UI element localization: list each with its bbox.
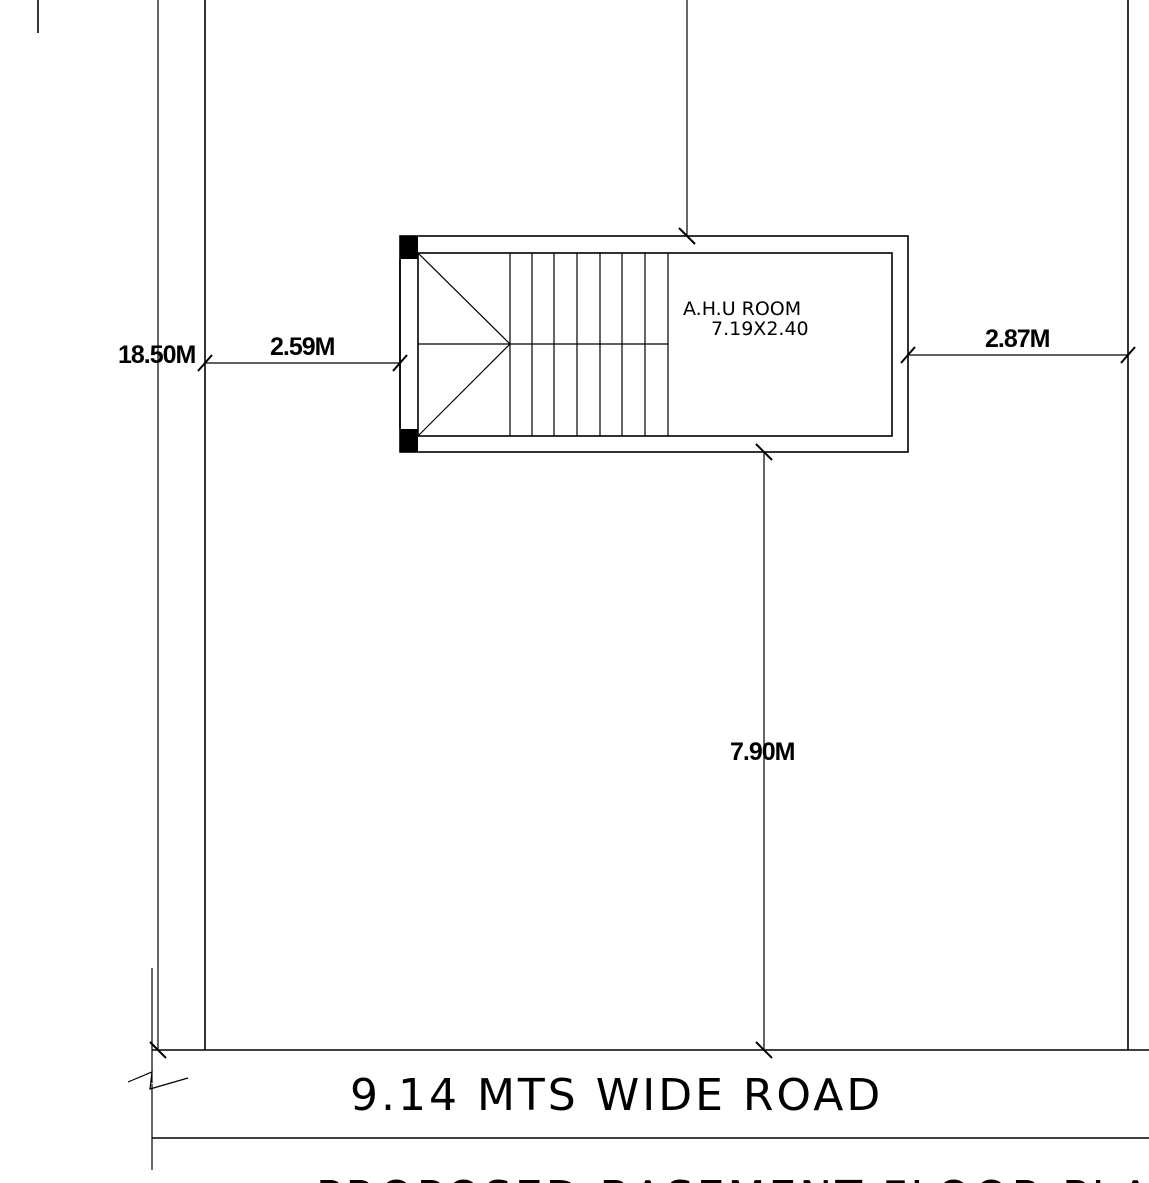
staircase — [417, 252, 669, 437]
right-setback-value: 2.87M — [985, 325, 1050, 353]
front-setback-tick-2 — [755, 1041, 773, 1059]
front-setback-tick-1 — [755, 443, 773, 461]
plot-depth-tick-bottom — [149, 1041, 167, 1059]
drawing-title: PROPOSED BASEMENT FLOOR PLAN — [316, 1172, 1149, 1183]
right-setback-tick-1 — [900, 346, 916, 364]
column-bottom-left — [400, 429, 418, 452]
left-setback-value: 2.59M — [270, 333, 335, 361]
front-setback-value: 7.90M — [730, 738, 795, 766]
break-line-symbol — [127, 968, 189, 1170]
left-setback-tick-1 — [197, 354, 213, 372]
left-setback-tick-2 — [392, 354, 408, 372]
road-label: 9.14 MTS WIDE ROAD — [350, 1070, 883, 1121]
right-setback-tick-2 — [1120, 346, 1136, 364]
column-top-left — [400, 236, 418, 259]
room-size-label: 7.19X2.40 — [711, 318, 809, 340]
plot-depth-value: 18.50M — [118, 341, 196, 369]
room-name-label: A.H.U ROOM — [683, 298, 801, 320]
